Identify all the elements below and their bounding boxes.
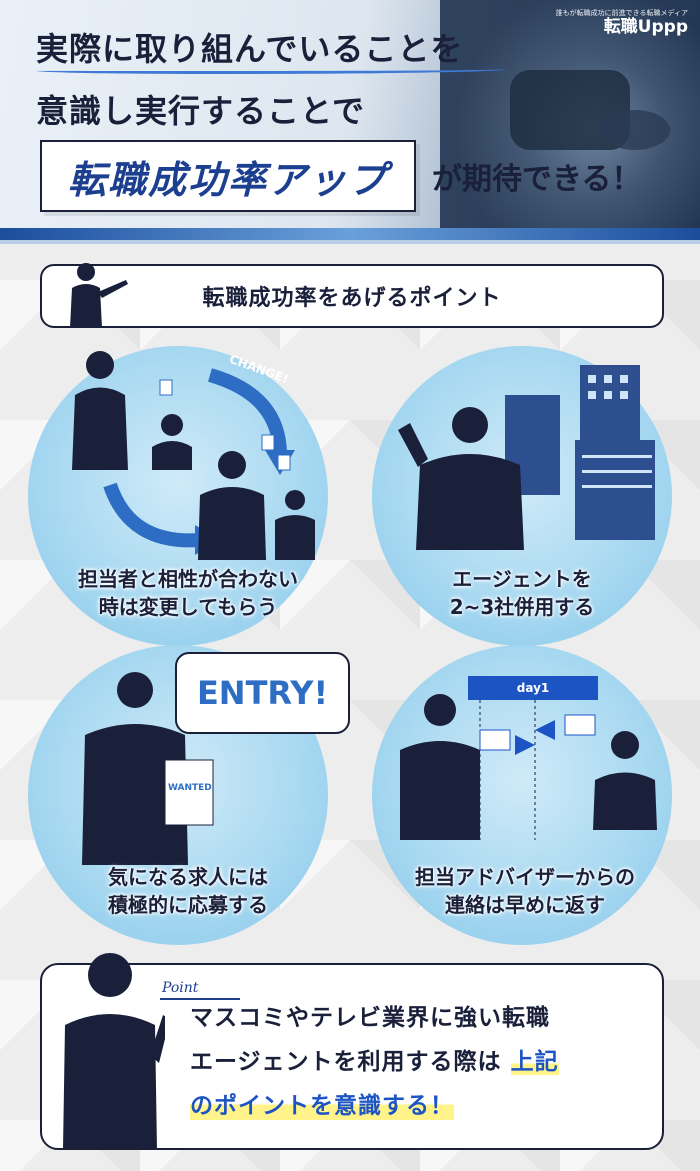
summary-line2-text: エージェントを利用する際は [190,1049,502,1075]
entry-bubble-text: ENTRY! [196,674,329,712]
header-banner: 誰もが転職成功に前進できる転職メディア 転職Uppp 実際に取り組んでいることを… [0,0,700,235]
point1-line1: 担当者と相性が合わない [78,567,298,591]
brand-tagline: 誰もが転職成功に前進できる転職メディア [555,9,688,17]
headline-underline [36,66,506,74]
section-title-box: 転職成功率をあげるポイント [40,264,664,328]
wanted-paper-label: WANTED [168,783,212,793]
point4-caption: 担当アドバイザーからの 連絡は早めに返す [380,863,670,919]
point3-line2: 積極的に応募する [108,893,268,917]
header-stripe [0,228,700,240]
businessman-holding-paper-icon [82,672,214,865]
change-illustration-icon [72,351,315,560]
headline-line3: が期待できる！ [432,162,642,197]
point3-caption: 気になる求人には 積極的に応募する [48,863,328,919]
point-tag: Point [162,980,199,996]
summary-line2: エージェントを利用する際は 上記 [190,1042,559,1076]
summary-line2-highlight: 上記 [510,1049,559,1075]
point2-caption: エージェントを 2~3社併用する [392,565,652,621]
headline-badge: 転職成功率アップ [40,140,416,212]
headline-line2: 意識し実行することで [36,92,366,130]
summary-line1: マスコミやテレビ業界に強い転職 [190,1005,550,1031]
point2-line1: エージェントを [452,567,592,591]
point3-line1: 気になる求人には [108,865,268,889]
point4-line2: 連絡は早めに返す [445,893,605,917]
summary-line3: のポイントを意識する！ [190,1086,454,1120]
presenter-silhouette-icon [70,263,128,328]
headline-line1: 実際に取り組んでいることを [36,30,464,68]
calendar-day-label: day1 [516,681,550,695]
businessman-silhouette-icon [63,953,165,1150]
section-title: 転職成功率をあげるポイント [202,286,502,311]
point1-caption: 担当者と相性が合わない 時は変更してもらう [48,565,328,621]
point2-line2: 2~3社併用する [449,595,595,619]
header-stripe-thin [0,240,700,244]
headline-badge-text: 転職成功率アップ [67,157,388,202]
calendar-bar: day1 [468,676,598,700]
point1-line2: 時は変更してもらう [98,595,278,619]
camera-lens-shape [600,110,670,150]
point-tag-underline [160,998,240,1000]
buildings-illustration-icon [398,365,655,550]
brand-logo: 転職Uppp [603,17,688,37]
entry-bubble: ENTRY! [175,652,350,734]
brand: 誰もが転職成功に前進できる転職メディア 転職Uppp [556,8,688,36]
email-exchange-illustration-icon [400,694,657,840]
point4-line1: 担当アドバイザーからの [415,865,635,889]
